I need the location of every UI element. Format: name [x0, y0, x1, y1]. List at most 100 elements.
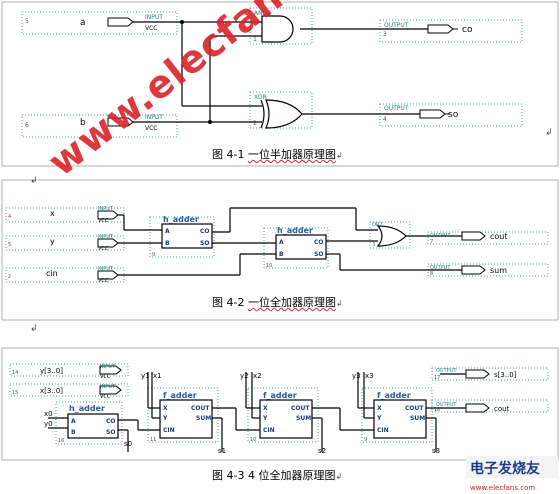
- schematic-label: x2: [253, 372, 262, 380]
- schematic-label: 2: [253, 120, 257, 127]
- fig3-four-bit-adder: y[3..0] x[3..0] INPUT VCC INPUT VCC x0 y…: [9, 363, 549, 455]
- brand-logo-bg: [466, 456, 558, 478]
- schematic-label: OUTPUT: [436, 368, 457, 374]
- schematic-label: s[3..0]: [494, 371, 517, 379]
- schematic-label: INPUT: [100, 364, 116, 370]
- fig1-and-label: AND2: [254, 10, 271, 17]
- schematic-label: x0: [44, 410, 53, 418]
- fig1-output-so: so: [448, 110, 459, 120]
- schematic-label: 9: [364, 437, 367, 443]
- brand-logo: 电子发烧友 www.elecfans.com: [470, 461, 540, 492]
- schematic-label: SO: [106, 429, 115, 436]
- schematic-label: SUM: [196, 415, 211, 422]
- fig1-input-b: b: [80, 118, 86, 128]
- schematic-label: A: [165, 228, 170, 235]
- schematic-label: 7: [430, 239, 433, 245]
- schematic-label: s0: [124, 440, 132, 448]
- schematic-label: OR2: [372, 222, 383, 228]
- schematic-label: SO: [200, 240, 209, 247]
- schematic-label: h_adder: [277, 226, 313, 235]
- schematic-label: VCC: [98, 278, 109, 284]
- schematic-label: f_adder: [263, 391, 297, 400]
- schematic-label: VCC: [145, 25, 157, 32]
- schematic-label: cout: [494, 405, 510, 413]
- schematic-label: SUM: [410, 415, 425, 422]
- schematic-label: 14: [12, 370, 18, 376]
- schematic-label: s2: [318, 447, 326, 455]
- schematic-label: 5: [25, 18, 29, 25]
- fig1-input-a: a: [80, 18, 86, 28]
- schematic-label: B: [71, 429, 76, 436]
- schematic-label: 4: [383, 116, 387, 123]
- schematic-label: CIN: [263, 427, 275, 434]
- schematic-label: Y: [162, 415, 168, 422]
- schematic-label: 11: [150, 437, 156, 443]
- schematic-label: COUT: [291, 405, 310, 412]
- schematic-label: x1: [153, 372, 162, 380]
- schematic-label: f_adder: [377, 391, 411, 400]
- schematic-label: cin: [46, 269, 58, 278]
- schematic-label: 3: [383, 31, 387, 38]
- schematic-label: f_adder: [163, 391, 197, 400]
- schematic-label: 9: [152, 252, 155, 258]
- schematic-label: 4: [8, 214, 11, 220]
- schematic-label: x[3..0]: [40, 387, 63, 395]
- schematic-label: y: [50, 237, 55, 246]
- fig1-caption: 图 4-1 一位半加器原理图↲: [212, 148, 343, 161]
- schematic-label: 10: [266, 263, 272, 269]
- fig3-caption: 图 4-3 4 位全加器原理图↲: [212, 469, 343, 482]
- schematic-label: h_adder: [69, 404, 105, 413]
- schematic-label: s1: [218, 447, 226, 455]
- schematic-label: 2: [8, 274, 11, 280]
- schematic-label: 16: [58, 438, 64, 444]
- schematic-label: COUT: [405, 405, 424, 412]
- schematic-label: CO: [314, 239, 324, 246]
- schematic-label: SO: [314, 251, 323, 258]
- fig1-xor-label: XOR: [254, 94, 267, 101]
- schematic-label: INPUT: [100, 384, 116, 390]
- schematic-label: VCC: [98, 218, 109, 224]
- schematic-label: 18: [434, 407, 440, 413]
- paragraph-mark: ↲: [30, 324, 38, 334]
- schematic-label: y0: [44, 420, 53, 428]
- fig2-caption: 图 4-2 一位全加器原理图↲: [212, 296, 343, 309]
- schematic-label: y3: [352, 372, 361, 380]
- schematic-label: VCC: [145, 125, 157, 132]
- schematic-label: 5: [8, 242, 11, 248]
- schematic-label: cout: [490, 232, 508, 241]
- paragraph-mark: ↲: [30, 176, 38, 186]
- schematic-label: sum: [490, 266, 507, 275]
- schematic-label: CIN: [377, 427, 389, 434]
- schematic-label: CIN: [163, 427, 175, 434]
- schematic-label: x: [50, 209, 55, 218]
- schematic-label: y2: [240, 372, 249, 380]
- fig2-full-adder: x y cin INPUT VCC INPUT VCC INPUT VCC h_…: [5, 206, 549, 284]
- schematic-label: X: [263, 405, 268, 412]
- schematic-label: Y: [376, 415, 382, 422]
- fig1-half-adder: a b INPUT VCC INPUT VCC AND2 XOR OUTPUT …: [21, 7, 523, 138]
- schematic-label: INPUT: [98, 266, 114, 272]
- fig1-output-co: co: [462, 25, 473, 35]
- schematic-label: OUTPUT: [436, 402, 457, 408]
- schematic-label: X: [377, 405, 382, 412]
- schematic-label: INPUT: [145, 114, 163, 121]
- schematic-label: s3: [432, 447, 440, 455]
- schematic-label: X: [163, 405, 168, 412]
- schematic-label: CO: [200, 228, 210, 235]
- schematic-label: B: [279, 251, 284, 258]
- schematic-label: INPUT: [98, 234, 114, 240]
- schematic-label: VCC: [100, 394, 111, 400]
- schematic-label: A: [71, 418, 76, 425]
- schematic-label: A: [279, 239, 284, 246]
- schematic-label: y1: [141, 372, 150, 380]
- schematic-label: SUM: [296, 415, 311, 422]
- schematic-label: Y: [262, 415, 268, 422]
- panel-frames: [1, 1, 559, 461]
- schematic-label: COUT: [191, 405, 210, 412]
- schematic-label: INPUT: [145, 14, 163, 21]
- schematic-label: 8: [430, 271, 433, 277]
- schematic-label: VCC: [100, 374, 111, 380]
- schematic-label: 1: [253, 36, 257, 43]
- schematic-label: h_adder: [163, 215, 199, 224]
